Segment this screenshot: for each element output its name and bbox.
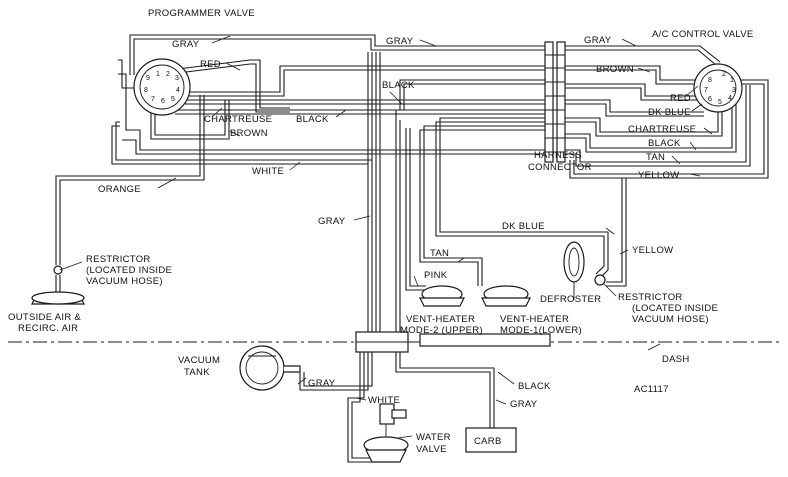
ac-control-valve: 8 2 1 7 3 6 5 4 [693,63,743,113]
hose-label: BLACK [382,80,415,91]
hose-label: GRAY [308,378,336,389]
programmer-pin: 2 [166,71,170,78]
hose-label: BROWN [596,64,634,75]
programmer-pin: 3 [175,75,179,82]
restrictor-left-label: (LOCATED INSIDE [86,265,172,276]
hose-label: WHITE [368,395,400,406]
vent-mode-2-label: MODE-2 (UPPER) [400,325,483,336]
hose-label: DK BLUE [648,107,691,118]
hose-label: DK BLUE [502,221,545,232]
water-valve-label: WATER [416,432,451,443]
ac-control-pin: 4 [728,95,732,102]
ac-control-pin: 1 [730,77,734,84]
harness-connector-label: CONNECTOR [528,162,592,173]
vent-mode-1-label: VENT-HEATER [500,314,569,325]
ac-control-pin: 6 [708,96,712,103]
hose-label: RED [200,59,221,70]
hose-label: GRAY [172,39,200,50]
vent-heater-mode-2 [419,285,465,307]
programmer-pin: 9 [146,75,150,82]
vacuum-tank [239,345,301,391]
restrictor-left-label: VACUUM HOSE) [86,276,163,287]
component-labels: PROGRAMMER VALVE A/C CONTROL VALVE HARNE… [8,8,754,455]
restrictor-right-label: RESTRICTOR [618,292,683,303]
outside-air-actuator [31,265,85,305]
hose-label: YELLOW [638,170,679,181]
programmer-valve: 9 1 2 3 8 4 7 6 5 [133,58,191,116]
hose-label: CHARTREUSE [628,124,696,135]
ac-control-pin: 8 [708,77,712,84]
hose-label: TAN [646,152,665,163]
programmer-pin: 7 [151,96,155,103]
hose-label: TAN [430,248,449,259]
ac-control-pin: 3 [732,87,736,94]
outside-air-label: OUTSIDE AIR & [8,312,81,323]
programmer-pin: 5 [171,96,175,103]
hose-label: WHITE [252,166,284,177]
ac-control-valve-label: A/C CONTROL VALVE [652,29,754,40]
hose-label: GRAY [510,399,538,410]
vent-heater-mode-1 [481,285,531,307]
dash-label: DASH [662,354,690,365]
programmer-valve-label: PROGRAMMER VALVE [148,8,255,19]
programmer-pin: 6 [161,98,165,105]
dash-grommet [355,331,551,353]
vent-mode-2-label: VENT-HEATER [406,314,475,325]
harness-connector-label: HARNESS [534,150,582,161]
carb-label: CARB [474,436,502,447]
programmer-pin: 1 [156,71,160,78]
restrictor-right-label: VACUUM HOSE) [632,314,709,325]
harness-connector [544,41,566,163]
defroster-actuator [563,241,585,283]
hose-label: ORANGE [98,184,141,195]
hose-label: BROWN [230,128,268,139]
hose-label: GRAY [584,35,612,46]
leader-lines [59,35,713,439]
ac-control-pin: 7 [704,87,708,94]
hose-label: PINK [424,270,448,281]
hose-lines [55,34,769,463]
hose-label: BLACK [648,138,681,149]
vent-mode-1-label: MODE-1(LOWER) [500,325,582,336]
programmer-pin: 8 [144,87,148,94]
hose-label: BLACK [518,381,551,392]
restrictor-right [594,274,606,286]
programmer-pin: 4 [176,87,180,94]
water-valve-label: VALVE [416,444,447,455]
restrictor-left-label: RESTRICTOR [86,254,151,265]
hose-label: YELLOW [632,245,673,256]
water-valve [363,403,409,463]
hose-label: BLACK [296,114,329,125]
vacuum-tank-label: TANK [184,367,210,378]
ac-control-pin: 5 [718,99,722,106]
defroster-label: DEFROSTER [540,294,601,305]
hose-label: RED [670,93,691,104]
ac-control-pin: 2 [722,71,726,78]
hose-label: CHARTREUSE [204,114,272,125]
outside-air-label: RECIRC. AIR [18,323,78,334]
carb [465,427,517,453]
hose-label: GRAY [318,216,346,227]
figure-code: AC1117 [634,384,669,395]
hose-label: GRAY [386,36,414,47]
hose-color-labels: GRAY GRAY GRAY RED BROWN BLACK CHARTREUS… [98,35,696,410]
vacuum-tank-label: VACUUM [178,355,220,366]
restrictor-right-label: (LOCATED INSIDE [632,303,718,314]
